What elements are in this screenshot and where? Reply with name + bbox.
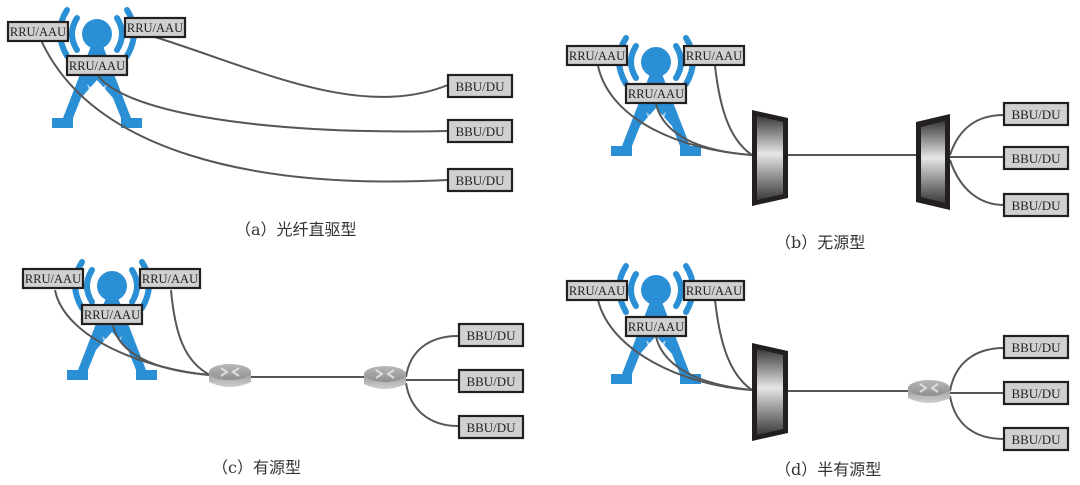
- bbu-unit: BBU/DU: [457, 322, 525, 348]
- fiber-link: [39, 37, 449, 183]
- rru-unit: RRU/AAU: [565, 279, 629, 302]
- rru-unit: RRU/AAU: [624, 315, 688, 338]
- fiber-link: [949, 395, 1005, 440]
- caption-b: （b）无源型: [775, 233, 865, 252]
- caption-c: （c）有源型: [212, 458, 301, 477]
- fiber-link: [949, 114, 1005, 156]
- svg-text:BBU/DU: BBU/DU: [466, 420, 516, 435]
- bbu-unit: BBU/DU: [446, 167, 514, 193]
- rru-unit: RRU/AAU: [65, 54, 129, 77]
- panel-b-passive: RRU/AAU RRU/AAU RRU/AAU BBU/DU BBU/DU BB…: [565, 38, 1070, 252]
- panel-a-direct-fiber: RRU/AAU RRU/AAU RRU/AAU BBU/DU BBU/DU BB…: [6, 10, 514, 239]
- router-icon: [208, 363, 252, 388]
- svg-text:BBU/DU: BBU/DU: [1011, 107, 1061, 122]
- rru-unit: RRU/AAU: [565, 44, 629, 67]
- fiber-link: [96, 73, 449, 133]
- rru-unit: RRU/AAU: [624, 82, 688, 105]
- router-icon: [363, 365, 407, 390]
- wdm-mux-icon: [752, 110, 788, 206]
- caption-d: （d）半有源型: [775, 460, 881, 479]
- bbu-unit: BBU/DU: [457, 414, 525, 440]
- rru-unit: RRU/AAU: [123, 16, 187, 39]
- svg-text:RRU/AAU: RRU/AAU: [10, 25, 66, 39]
- rru-unit: RRU/AAU: [6, 20, 70, 43]
- panel-c-active: RRU/AAU RRU/AAU RRU/AAU BBU/DU BBU/DU BB…: [21, 262, 525, 477]
- svg-text:BBU/DU: BBU/DU: [455, 79, 505, 94]
- svg-text:BBU/DU: BBU/DU: [466, 374, 516, 389]
- fiber-link: [949, 347, 1005, 392]
- svg-text:RRU/AAU: RRU/AAU: [569, 284, 625, 298]
- bbu-unit: BBU/DU: [1002, 145, 1070, 171]
- svg-text:RRU/AAU: RRU/AAU: [569, 49, 625, 63]
- svg-text:BBU/DU: BBU/DU: [1011, 198, 1061, 213]
- svg-text:BBU/DU: BBU/DU: [455, 124, 505, 139]
- bbu-unit: BBU/DU: [446, 118, 514, 144]
- svg-text:BBU/DU: BBU/DU: [1011, 151, 1061, 166]
- svg-text:RRU/AAU: RRU/AAU: [686, 49, 742, 63]
- fiber-link: [170, 289, 211, 376]
- bbu-unit: BBU/DU: [1002, 380, 1070, 406]
- fiber-link: [154, 36, 449, 98]
- fiber-link: [655, 336, 753, 391]
- bbu-unit: BBU/DU: [1002, 334, 1070, 360]
- fiber-link: [405, 382, 459, 427]
- svg-text:RRU/AAU: RRU/AAU: [25, 272, 81, 286]
- wdm-mux-icon: [752, 343, 788, 441]
- svg-text:RRU/AAU: RRU/AAU: [628, 320, 684, 334]
- rru-unit: RRU/AAU: [80, 303, 144, 326]
- svg-text:BBU/DU: BBU/DU: [455, 173, 505, 188]
- svg-text:RRU/AAU: RRU/AAU: [127, 21, 183, 35]
- rru-unit: RRU/AAU: [682, 279, 746, 302]
- svg-text:BBU/DU: BBU/DU: [1011, 432, 1061, 447]
- rru-unit: RRU/AAU: [21, 267, 85, 290]
- fiber-link: [405, 335, 459, 378]
- svg-text:BBU/DU: BBU/DU: [1011, 386, 1061, 401]
- svg-text:RRU/AAU: RRU/AAU: [142, 272, 198, 286]
- fiber-link: [714, 65, 753, 156]
- svg-text:RRU/AAU: RRU/AAU: [69, 59, 125, 73]
- bbu-unit: BBU/DU: [1002, 426, 1070, 452]
- bbu-unit: BBU/DU: [1002, 192, 1070, 218]
- panel-d-semi-active: RRU/AAU RRU/AAU RRU/AAU BBU/DU BBU/DU BB…: [565, 266, 1070, 479]
- bbu-unit: BBU/DU: [446, 73, 514, 99]
- fiber-link: [112, 324, 211, 376]
- caption-a: （a）光纤直驱型: [235, 220, 357, 239]
- fiber-link: [655, 103, 753, 156]
- wdm-demux-icon: [916, 114, 950, 210]
- bbu-unit: BBU/DU: [457, 368, 525, 394]
- rru-unit: RRU/AAU: [138, 267, 202, 290]
- svg-text:RRU/AAU: RRU/AAU: [686, 284, 742, 298]
- fiber-link: [949, 159, 1005, 206]
- svg-text:BBU/DU: BBU/DU: [1011, 340, 1061, 355]
- rru-unit: RRU/AAU: [682, 44, 746, 67]
- fiber-link: [714, 299, 753, 391]
- svg-text:RRU/AAU: RRU/AAU: [628, 87, 684, 101]
- svg-text:BBU/DU: BBU/DU: [466, 328, 516, 343]
- router-icon: [907, 379, 951, 404]
- svg-text:RRU/AAU: RRU/AAU: [84, 308, 140, 322]
- bbu-unit: BBU/DU: [1002, 101, 1070, 127]
